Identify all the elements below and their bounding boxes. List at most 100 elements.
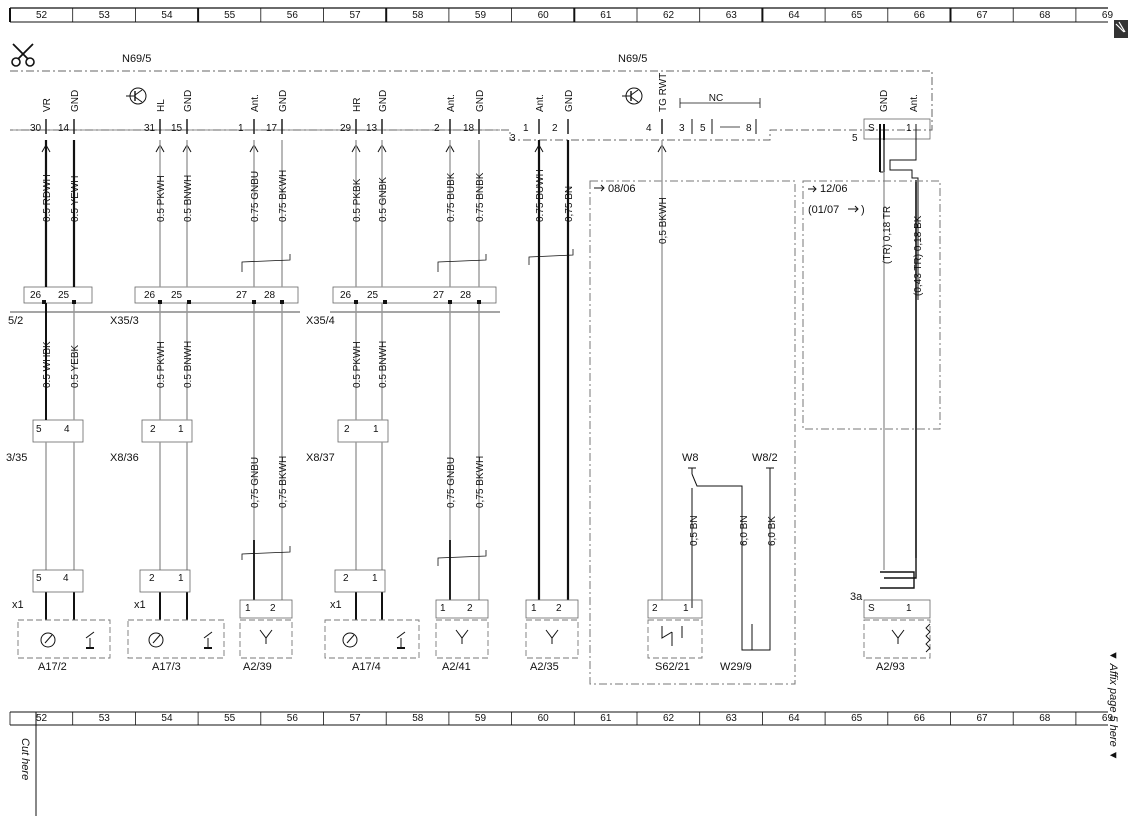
connector-label: 3/35 [6, 452, 27, 464]
pin-number: 29 [340, 123, 352, 134]
ruler-number: 61 [600, 713, 612, 724]
pin-label: 5 [36, 424, 42, 435]
pin-name: HR [352, 98, 363, 112]
ruler-number: 58 [412, 10, 424, 21]
pin-label: 26 [144, 290, 156, 301]
pin-label: 4 [63, 573, 69, 584]
wire-label: 0.5 WHBK [42, 341, 53, 388]
wire-label: 0.5 BNWH [183, 341, 194, 388]
ruler-number: 52 [36, 10, 48, 21]
components-row: x1 x1 x1 3a 5 4 2 1 2 1 1 2 1 2 1 2 2 1 … [12, 569, 931, 673]
pin-number: 1 [238, 123, 244, 134]
n69-5-control-unit-frame: N69/5 N69/5 [10, 53, 933, 141]
pin-mark [252, 300, 256, 304]
ruler-number: 66 [914, 713, 926, 724]
switch-icon [203, 631, 213, 649]
pin-label: 2 [467, 603, 473, 614]
wire-label: 0.5 YEWH [70, 176, 81, 223]
pin-label: 2 [652, 603, 658, 614]
wire-label: 0.75 BKWH [278, 170, 289, 222]
wire-label: 0.75 BNBK [475, 172, 486, 222]
pin-number: 2 [434, 123, 440, 134]
pin-label: 1 [372, 573, 378, 584]
component-label: A17/3 [152, 661, 181, 673]
ruler-number: 57 [350, 10, 362, 21]
pin-number: 14 [58, 123, 70, 134]
pin-label: 1 [531, 603, 537, 614]
ruler-number: 66 [914, 10, 926, 21]
ruler-number: 58 [412, 713, 424, 724]
component-label: A2/93 [876, 661, 905, 673]
pin-number: 30 [30, 123, 42, 134]
shield-mark [241, 546, 291, 560]
connector-label: X35/3 [110, 315, 139, 327]
connector-label: X35/4 [306, 315, 335, 327]
pin-number: 4 [646, 123, 652, 134]
date-sub-label: (01/07 [808, 204, 839, 216]
connector-label: X8/36 [110, 452, 139, 464]
ruler-number: 54 [161, 10, 173, 21]
connector-3-label: 3 [510, 133, 516, 144]
ruler-number: 60 [538, 10, 550, 21]
ruler-number: 67 [977, 713, 989, 724]
pin-label: 26 [340, 290, 352, 301]
pin-label: 2 [343, 573, 349, 584]
n69-5-label-right: N69/5 [618, 53, 647, 65]
label-3a: 3a [850, 591, 863, 603]
pin-label: 1 [373, 424, 379, 435]
x8-connectors: 3/35 X8/36 X8/37 5 4 2 1 2 1 [6, 419, 389, 464]
wire-label: 0,5 BN [689, 515, 700, 546]
pin-name: GND [278, 90, 289, 112]
wire-label: 0.5 YEBK [70, 344, 81, 388]
wire-label: 0.5 PKWH [156, 341, 167, 388]
ruler-number: 54 [161, 713, 173, 724]
ground-feed-group: W8 W8/2 0,5 BN 6,0 BN 6,0 BK [682, 452, 778, 651]
wire-label: 0.5 PKWH [156, 175, 167, 222]
transistor-icon [622, 87, 643, 105]
switch-icon [85, 631, 95, 649]
affix-here-note: ▼ Affix page 5 here ▼ [1107, 650, 1119, 761]
pin-mark [280, 300, 284, 304]
connector-5-label: 5 [852, 133, 858, 144]
pin-number: 13 [366, 123, 378, 134]
pin-label: 1 [440, 603, 446, 614]
wire-runs: 0.5 RDWH 0.5 YEWH 0.5 PKWH 0.5 BNWH 0.75 GNB… [41, 140, 669, 620]
pin-label: 2 [270, 603, 276, 614]
wire-label: 6,0 BK [767, 516, 778, 546]
shield-mark [437, 550, 487, 566]
pin-name: HL [156, 99, 167, 112]
pin-label: 1 [906, 123, 912, 134]
date-box-08-06: 08/06 [589, 180, 796, 685]
switch-icon [396, 631, 406, 649]
wire-label: 0,5 BKWH [658, 197, 669, 244]
ruler-number: 64 [788, 713, 800, 724]
wire-label: 0.5 BNWH [378, 341, 389, 388]
wire-label: 0.75 GNBU [250, 171, 261, 222]
pin-name: GND [183, 90, 194, 112]
pin-label: 2 [150, 424, 156, 435]
ruler-number: 53 [99, 713, 111, 724]
pin-label: 25 [171, 290, 183, 301]
date-label: 12/06 [820, 183, 848, 195]
pin-label: 1 [245, 603, 251, 614]
ruler-number: 57 [350, 713, 362, 724]
wire-label: 0.5 RDWH [42, 174, 53, 222]
connector-label: X8/37 [306, 452, 335, 464]
component-label: W29/9 [720, 661, 752, 673]
pin-label: 1 [906, 603, 912, 614]
nc-pin: 5 [700, 123, 706, 134]
pin-name: GND [378, 90, 389, 112]
pin-label: 5 [36, 573, 42, 584]
pin-number: 15 [171, 123, 183, 134]
pin-label: 1 [178, 424, 184, 435]
ruler-number: 63 [726, 713, 738, 724]
x1-label: x1 [12, 599, 24, 611]
ruler-number: 56 [287, 10, 299, 21]
wire-label: 0.5 GNBK [378, 177, 389, 222]
ruler-number: 69 [1102, 713, 1114, 724]
ruler-number: 59 [475, 10, 487, 21]
pin-mark [477, 300, 481, 304]
